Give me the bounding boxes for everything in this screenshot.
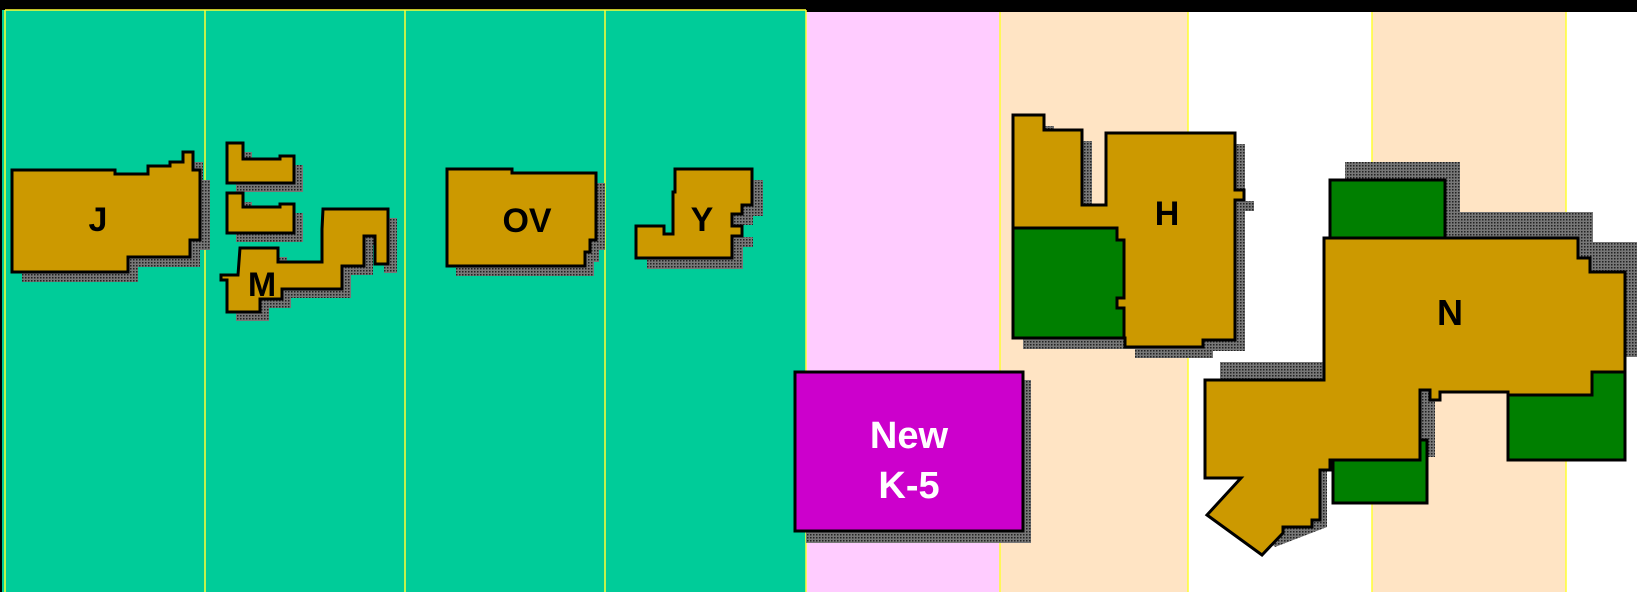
new-k5-label-line1: New xyxy=(870,415,949,457)
building-h: H xyxy=(1011,113,1254,358)
top-bar xyxy=(0,0,1637,12)
zone-teal xyxy=(0,10,806,592)
building-ov: OV xyxy=(445,167,605,276)
building-y: Y xyxy=(634,167,763,269)
building-new-k5: New K-5 xyxy=(793,370,1031,543)
building-m-label: M xyxy=(248,266,276,304)
building-ov-label: OV xyxy=(502,202,551,240)
new-k5-label-line2: K-5 xyxy=(878,465,939,507)
building-m: M xyxy=(219,141,397,321)
building-y-label: Y xyxy=(691,201,714,239)
building-j-label: J xyxy=(89,201,108,239)
building-j: J xyxy=(10,150,210,282)
building-n-label: N xyxy=(1437,292,1463,333)
building-n: N xyxy=(1203,162,1637,557)
building-h-label: H xyxy=(1155,195,1180,233)
